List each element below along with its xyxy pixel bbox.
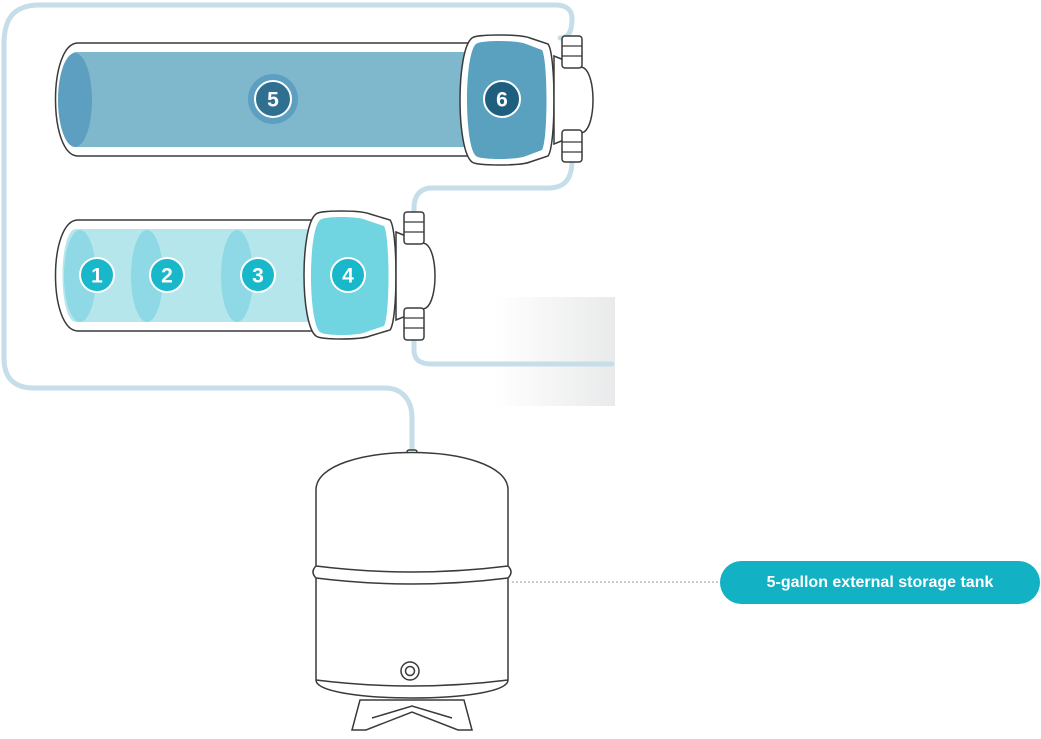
tank-callout-label: 5-gallon external storage tank <box>720 561 1040 604</box>
stage6-fitting <box>553 54 594 146</box>
stage-3-badge-circle <box>240 257 276 293</box>
stage-4-badge-circle <box>330 257 366 293</box>
stage-3-disc <box>221 230 253 322</box>
stage-3-number: 3 <box>252 265 264 288</box>
tube-top-to-tank <box>1 2 575 455</box>
stage-6-badge: 6 <box>483 80 521 118</box>
stage6-fitting-bottom-nut <box>561 129 583 163</box>
tank-body <box>312 451 512 699</box>
stage-6-number: 6 <box>496 89 508 112</box>
tank-base-rim <box>315 679 509 687</box>
stage-2-disc <box>131 230 163 322</box>
stage4-fitting-top-nut <box>403 211 425 245</box>
stage-3-badge: 3 <box>240 257 276 293</box>
stage-5-number: 5 <box>267 89 279 112</box>
stage-2-badge: 2 <box>149 257 185 293</box>
water-tubing <box>1 2 613 455</box>
prefilter-housing: 1 2 3 4 <box>54 210 436 341</box>
stage-1-badge-circle <box>79 257 115 293</box>
stage-6-badge-circle <box>483 80 521 118</box>
stage-1-badge: 1 <box>79 257 115 293</box>
stage6-fitting-top-nut <box>561 35 583 69</box>
tube-to-faucet <box>411 337 613 367</box>
stage-4-number: 4 <box>342 265 354 288</box>
membrane-end-cap <box>58 53 92 147</box>
membrane-housing: 5 6 <box>54 34 594 166</box>
prefilter-body <box>62 229 316 322</box>
stage-4-badge: 4 <box>330 257 366 293</box>
tank-stand <box>351 699 473 731</box>
stage-5-badge: 5 <box>248 74 298 124</box>
tube-stage6-to-stage4 <box>411 157 575 217</box>
tank-seam-bottom <box>315 577 509 585</box>
stage4-fitting <box>395 230 436 322</box>
stage-2-number: 2 <box>161 265 173 288</box>
storage-tank <box>312 449 512 731</box>
tank-stand-inner <box>371 705 453 719</box>
stage-5-badge-circle <box>254 80 292 118</box>
stage-1-number: 1 <box>91 265 103 288</box>
tank-valve-inner <box>404 665 416 677</box>
tank-seam-top <box>315 565 509 573</box>
stage-2-badge-circle <box>149 257 185 293</box>
stage4-fitting-bottom-nut <box>403 307 425 341</box>
faucet-outlet-fade <box>495 297 615 406</box>
